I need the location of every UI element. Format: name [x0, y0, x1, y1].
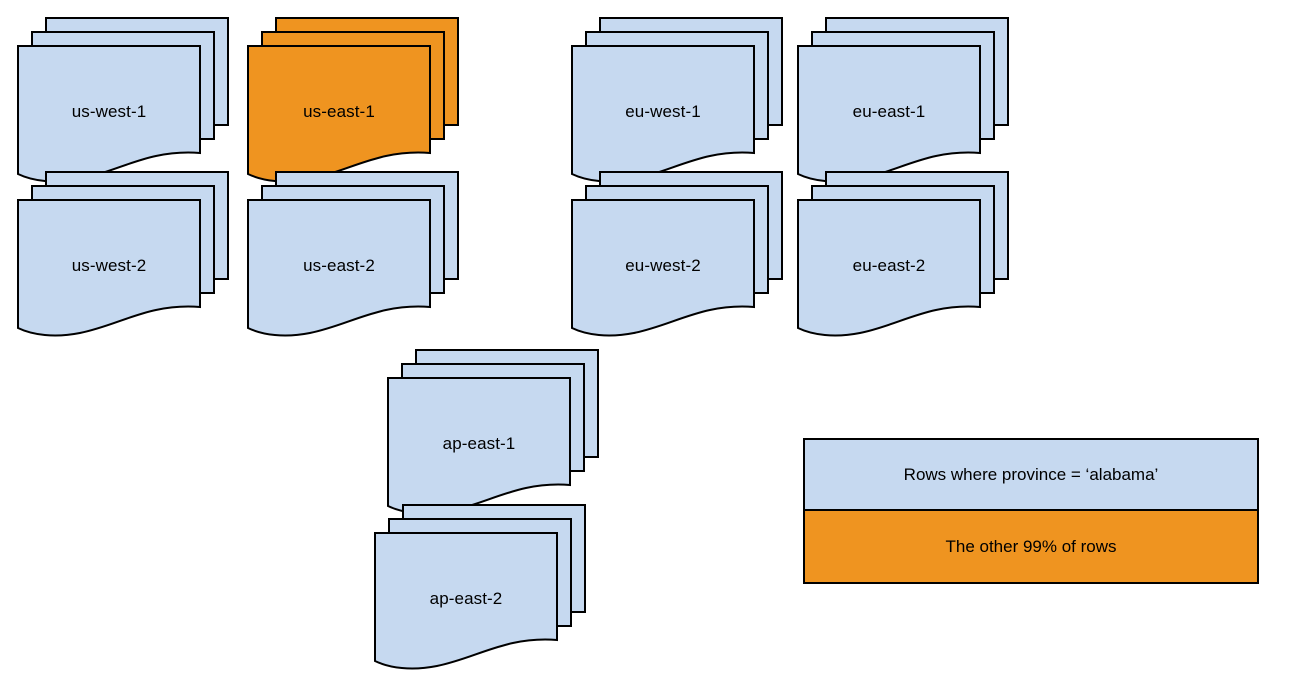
- document-stack-shape: [247, 171, 459, 337]
- document-stack-eu-west-1[interactable]: eu-west-1: [571, 17, 783, 183]
- document-stack-eu-west-2[interactable]: eu-west-2: [571, 171, 783, 337]
- document-stack-shape: [387, 349, 599, 515]
- document-sheet-front: [247, 199, 431, 337]
- document-stack-shape: [374, 504, 586, 670]
- document-sheet-front: [387, 377, 571, 515]
- legend-alabama-label: Rows where province = ‘alabama’: [903, 464, 1159, 484]
- legend: Rows where province = ‘alabama’ The other…: [803, 438, 1259, 584]
- document-stack-eu-east-1[interactable]: eu-east-1: [797, 17, 1009, 183]
- document-stack-eu-east-2[interactable]: eu-east-2: [797, 171, 1009, 337]
- document-stack-shape: [797, 17, 1009, 183]
- document-sheet-front: [797, 45, 981, 183]
- document-stack-ap-east-2[interactable]: ap-east-2: [374, 504, 586, 670]
- document-stack-us-west-1[interactable]: us-west-1: [17, 17, 229, 183]
- document-stack-shape: [17, 171, 229, 337]
- document-stack-shape: [17, 17, 229, 183]
- document-stack-shape: [247, 17, 459, 183]
- document-sheet-front: [247, 45, 431, 183]
- document-sheet-front: [374, 532, 558, 670]
- document-stack-us-west-2[interactable]: us-west-2: [17, 171, 229, 337]
- legend-alabama: Rows where province = ‘alabama’: [805, 440, 1257, 511]
- document-sheet-front: [797, 199, 981, 337]
- document-sheet-front: [17, 45, 201, 183]
- document-stack-shape: [571, 17, 783, 183]
- document-stack-shape: [571, 171, 783, 337]
- document-sheet-front: [17, 199, 201, 337]
- document-stack-us-east-2[interactable]: us-east-2: [247, 171, 459, 337]
- legend-other-label: The other 99% of rows: [945, 536, 1117, 556]
- document-stack-shape: [797, 171, 1009, 337]
- document-sheet-front: [571, 45, 755, 183]
- legend-other: The other 99% of rows: [805, 511, 1257, 582]
- document-stack-ap-east-1[interactable]: ap-east-1: [387, 349, 599, 515]
- document-stack-us-east-1[interactable]: us-east-1: [247, 17, 459, 183]
- document-sheet-front: [571, 199, 755, 337]
